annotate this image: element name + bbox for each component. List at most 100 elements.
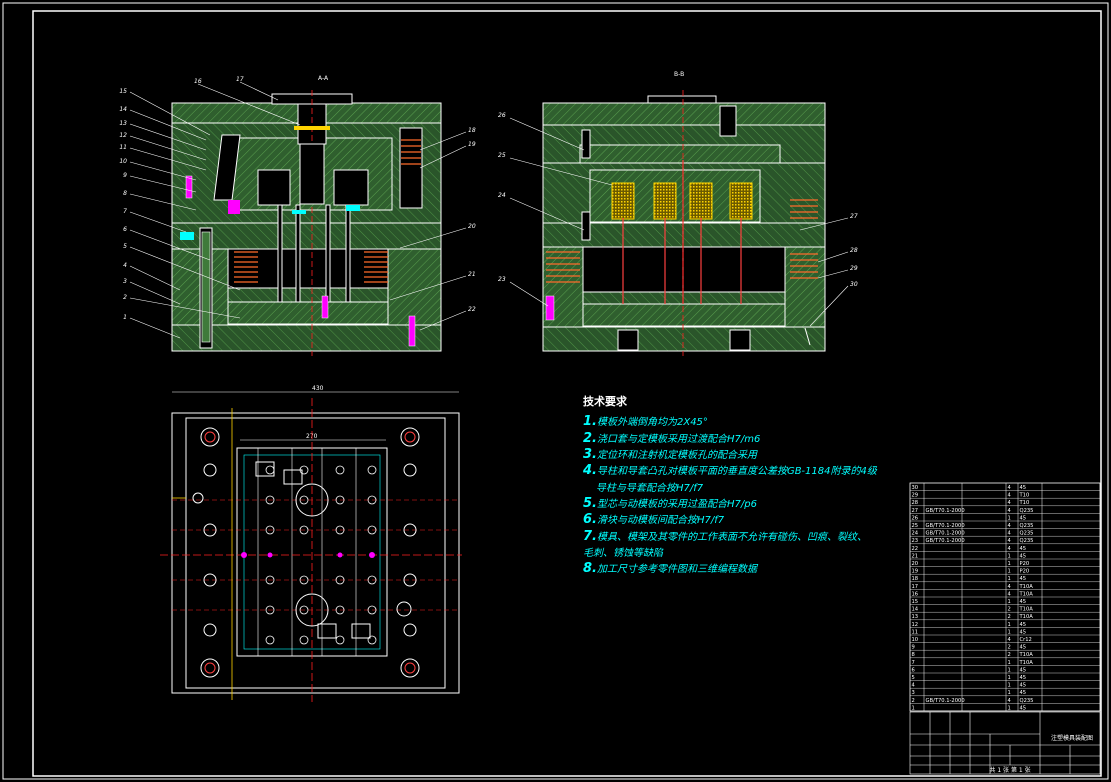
tech-req-item-6: 6.滑块与动模板间配合按H7/f7: [583, 512, 725, 527]
bom-cell-qty: 1: [1008, 675, 1011, 681]
balloon-6: 6: [123, 226, 127, 233]
bom-cell-mat: Q235: [1020, 698, 1034, 704]
bom-cell-no: 6: [912, 667, 915, 673]
bom-cell-qty: 1: [1008, 629, 1011, 635]
bom-cell-no: 28: [912, 500, 919, 506]
bom-cell-no: 9: [912, 645, 915, 651]
bom-cell-qty: 2: [1008, 652, 1011, 658]
bom-cell-qty: 1: [1008, 561, 1011, 567]
bom-cell-mat: T10A: [1019, 614, 1034, 620]
left-section-label: A-A: [318, 75, 329, 82]
title-block: [909, 711, 1101, 775]
bom-cell-no: 27: [912, 508, 919, 514]
left-section-view: A-A: [171, 75, 442, 356]
balloon-24: 24: [498, 192, 506, 199]
tech-req-item-1: 1.模板外端倒角均为2X45°: [583, 414, 708, 429]
bom-cell-mat: 45: [1020, 599, 1027, 605]
bom-cell-mat: 45: [1020, 667, 1027, 673]
right-section-view: B-B: [542, 71, 826, 356]
balloon-10: 10: [119, 158, 127, 165]
balloon-5: 5: [123, 243, 127, 250]
bom-cell-mat: 45: [1020, 683, 1027, 689]
bom-cell-mat: Q235: [1020, 538, 1034, 544]
bom-cell-mat: 45: [1020, 546, 1027, 552]
right-section-label: B-B: [674, 71, 684, 78]
balloon-25: 25: [498, 152, 506, 159]
tech-req-item-4: 4.导柱和导套凸孔对模板平面的垂直度公差按GB-1184附录的4级: [582, 463, 878, 478]
bom-cell-qty: 2: [1008, 607, 1011, 613]
left-top-balloon-leaders: [197, 81, 467, 331]
bom-cell-no: 20: [912, 561, 919, 567]
bom-cell-no: 21: [912, 553, 919, 559]
bom-cell-qty: 4: [1008, 584, 1012, 590]
bom-cell-qty: 1: [1008, 690, 1011, 696]
bom-cell-no: 30: [912, 485, 919, 491]
balloon-2: 2: [123, 294, 127, 301]
bom-cell-qty: 1: [1008, 599, 1011, 605]
bom-cell-no: 4: [912, 683, 916, 689]
bom-cell-no: 5: [912, 675, 915, 681]
bom-cell-qty: 4: [1008, 538, 1012, 544]
bom-cell-qty: 4: [1008, 546, 1012, 552]
bom-cell-mat: 45: [1020, 515, 1027, 521]
bom-cell-no: 12: [912, 622, 919, 628]
bom-cell-mat: 45: [1020, 645, 1027, 651]
bom-cell-no: 17: [912, 584, 919, 590]
bom-cell-no: 3: [912, 690, 915, 696]
balloon-16: 16: [194, 78, 202, 85]
tech-req-item-4b: 导柱与导套配合按H7/f7: [596, 482, 704, 494]
bom-cell-code: GB/T70.1-2000: [926, 531, 965, 537]
balloon-26: 26: [498, 112, 506, 119]
bom-cell-no: 15: [912, 599, 919, 605]
bom-cell-qty: 1: [1008, 667, 1011, 673]
bom-cell-qty: 4: [1008, 485, 1012, 491]
bom-cell-code: GB/T70.1-2000: [926, 508, 965, 514]
balloon-22: 22: [468, 306, 476, 313]
plan-dim-top: 430: [312, 385, 324, 392]
balloon-4: 4: [123, 262, 127, 269]
balloon-28: 28: [850, 247, 858, 254]
bom-cell-no: 22: [912, 546, 919, 552]
bom-cell-mat: Q235: [1020, 531, 1034, 537]
balloon-27: 27: [850, 213, 858, 220]
bom-cell-no: 18: [912, 576, 919, 582]
bom-cell-qty: 1: [1008, 660, 1011, 666]
bom-cell-mat: T10A: [1019, 660, 1034, 666]
bom-cell-qty: 2: [1008, 645, 1011, 651]
balloon-17: 17: [236, 76, 244, 83]
bom-cell-qty: 4: [1008, 591, 1012, 597]
plan-view: 430 270: [160, 385, 462, 702]
bom-cell-mat: 45: [1020, 675, 1027, 681]
bom-cell-mat: T10A: [1019, 591, 1034, 597]
sheet-info: 共 1 张 第 1 张: [989, 766, 1030, 774]
bom-cell-qty: 4: [1008, 637, 1012, 643]
bom-cell-no: 29: [912, 493, 919, 499]
balloon-20: 20: [468, 223, 476, 230]
bom-cell-no: 2: [912, 698, 915, 704]
balloon-1: 1: [123, 314, 127, 321]
balloon-11: 11: [119, 144, 127, 151]
balloon-29: 29: [850, 265, 858, 272]
bom-cell-no: 23: [912, 538, 919, 544]
bom-cell-qty: 1: [1008, 515, 1011, 521]
bom-cell-mat: T10A: [1019, 607, 1034, 613]
tech-requirements: 技术要求 1.模板外端倒角均为2X45° 2.浇口套与定模板采用过渡配合H7/m…: [582, 394, 878, 576]
inner-frame: [32, 10, 1102, 777]
bom-cell-no: 7: [912, 660, 915, 666]
bom-cell-no: 8: [912, 652, 915, 658]
tech-req-item-7b: 毛刺、锈蚀等缺陷: [583, 547, 664, 559]
bom-cell-qty: 4: [1008, 523, 1012, 529]
tech-req-item-2: 2.浇口套与定模板采用过渡配合H7/m6: [583, 431, 760, 446]
bom-cell-no: 19: [912, 569, 919, 575]
bom-cell-no: 14: [912, 607, 919, 613]
bom-cell-code: GB/T70.1-2000: [926, 523, 965, 529]
bom-cell-mat: T10A: [1019, 584, 1034, 590]
bom-cell-qty: 1: [1008, 553, 1011, 559]
bom-cell-qty: 4: [1008, 698, 1012, 704]
bom-cell-qty: 1: [1008, 622, 1011, 628]
bom-cell-qty: 4: [1008, 508, 1012, 514]
bom-cell-mat: P20: [1020, 561, 1030, 567]
